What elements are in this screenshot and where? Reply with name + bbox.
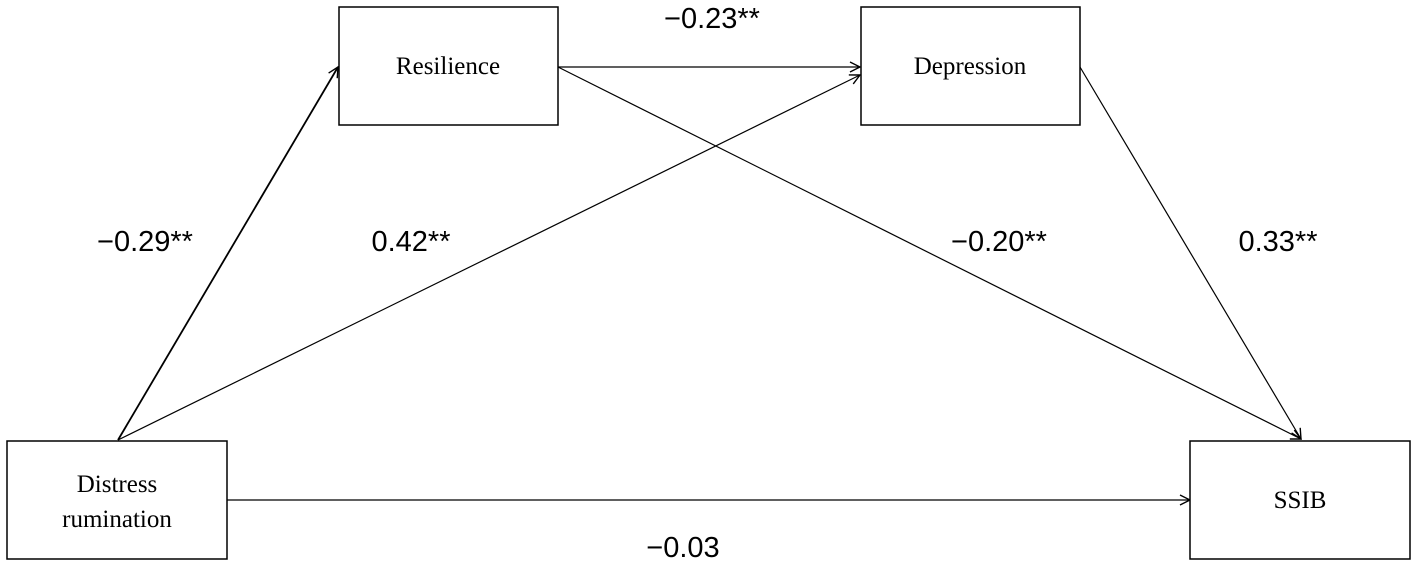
coef-distress-to-depression: 0.42** [371, 226, 450, 258]
coef-distress-to-ssib: −0.03 [646, 532, 719, 564]
node-ssib: SSIB [1189, 440, 1411, 560]
node-resilience: Resilience [338, 6, 559, 126]
node-distress-rumination: Distress rumination [6, 440, 228, 560]
node-distress-rumination-box [6, 440, 228, 560]
node-resilience-box [338, 6, 559, 126]
coef-depression-to-ssib: 0.33** [1238, 226, 1317, 258]
node-depression-box [860, 6, 1081, 126]
edge-resilience-to-ssib [557, 66, 1301, 439]
node-depression-label: Depression [914, 53, 1027, 80]
coef-resilience-to-ssib: −0.20** [951, 226, 1047, 258]
coef-distress-to-resilience: −0.29** [97, 226, 193, 258]
node-ssib-box [1189, 440, 1411, 560]
node-resilience-label: Resilience [396, 53, 500, 80]
coef-resilience-to-depression: −0.23** [664, 3, 760, 35]
node-ssib-label: SSIB [1274, 487, 1327, 514]
edge-depression-to-ssib [1079, 66, 1301, 439]
node-distress-rumination-label-line2: rumination [62, 506, 172, 533]
node-distress-rumination-label-line1: Distress [77, 471, 158, 498]
edge-distress-to-depression [117, 75, 860, 441]
node-depression: Depression [860, 6, 1081, 126]
edge-distress-to-resilience [117, 67, 338, 441]
